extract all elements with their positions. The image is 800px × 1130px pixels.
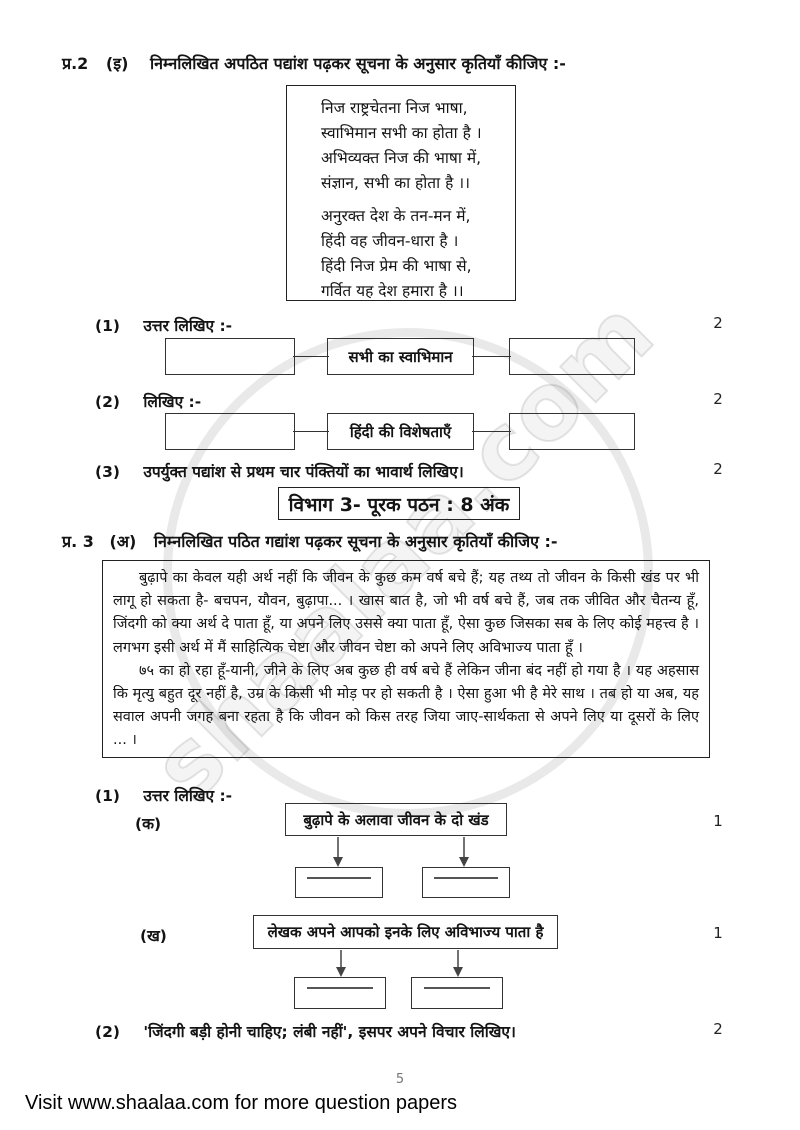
q2-item3-marks: 2 xyxy=(713,460,723,478)
poem-line: हिंदी वह जीवन-धारा है । xyxy=(321,232,459,250)
q3-kha-box: लेखक अपने आपको इनके लिए अविभाज्य पाता है xyxy=(253,915,558,949)
down-arrow-icon xyxy=(333,837,343,867)
q2-item2-marks: 2 xyxy=(713,390,723,408)
answer-blank-line xyxy=(423,987,491,989)
section-heading: विभाग 3- पूरक पठन : 8 अंक xyxy=(288,493,510,516)
q2-item1-text: उत्तर लिखिए :- xyxy=(143,317,233,335)
poem-line: गर्वित यह देश हमारा है ।। xyxy=(321,282,464,300)
poem-line: निज राष्ट्रचेतना निज भाषा, xyxy=(321,99,468,117)
passage-paragraph-2: ७५ का हो रहा हूँ-यानी, जीने के लिए अब कु… xyxy=(113,662,699,749)
connector-line xyxy=(472,356,511,357)
q2-item3-num: (3) xyxy=(95,463,120,481)
connector-line xyxy=(293,356,329,357)
q3-ka-box: बुढ़ापे के अलावा जीवन के दो खंड xyxy=(285,803,507,836)
q3-kha-label: (ख) xyxy=(140,927,167,945)
q3-item1-row: (1) उत्तर लिखिए :- xyxy=(95,784,232,806)
answer-box-blank xyxy=(422,867,510,898)
poem-line: संज्ञान, सभी का होता है ।। xyxy=(321,174,470,192)
q3-item1-text: उत्तर लिखिए :- xyxy=(143,787,233,805)
connector-line xyxy=(293,431,329,432)
q2-item1-marks: 2 xyxy=(713,314,723,332)
poem-line: स्वाभिमान सभी का होता है । xyxy=(321,124,482,142)
q3-ka-marks: 1 xyxy=(713,812,723,830)
poem-box: निज राष्ट्रचेतना निज भाषा, स्वाभिमान सभी… xyxy=(286,85,516,301)
answer-box-empty xyxy=(509,338,635,375)
passage-box: बुढ़ापे का केवल यही अर्थ नहीं कि जीवन के… xyxy=(102,560,710,758)
answer-box-empty xyxy=(165,413,295,450)
q3-sublabel: (अ) xyxy=(109,532,137,551)
q3-label: प्र. 3 xyxy=(62,532,94,551)
q2-item2-num: (2) xyxy=(95,393,120,411)
q2-item1-row: (1) उत्तर लिखिए :- xyxy=(95,314,232,336)
q3-item2-marks: 2 xyxy=(713,1020,723,1038)
answer-blank-line xyxy=(307,877,371,879)
diagram-center-box: हिंदी की विशेषताएँ xyxy=(327,413,474,450)
answer-blank-line xyxy=(306,987,374,989)
answer-box-blank xyxy=(411,977,503,1009)
q2-label: प्र.2 xyxy=(62,54,89,73)
answer-box-blank xyxy=(295,867,383,898)
answer-blank-line xyxy=(434,877,498,879)
q3-ka-label: (क) xyxy=(135,815,162,833)
q3-kha-marks: 1 xyxy=(713,924,723,942)
passage-paragraph-1: बुढ़ापे का केवल यही अर्थ नहीं कि जीवन के… xyxy=(113,570,699,656)
page-number: 5 xyxy=(395,1072,405,1087)
connector-line xyxy=(472,431,511,432)
q3-item2-row: (2) 'जिंदगी बड़ी होनी चाहिए; लंबी नहीं',… xyxy=(95,1020,516,1042)
q2-item3-text: उपर्युक्त पद्यांश से प्रथम चार पंक्तियों… xyxy=(143,463,464,481)
poem-line: अनुरक्त देश के तन-मन में, xyxy=(321,207,471,225)
down-arrow-icon xyxy=(459,837,469,867)
poem-line: अभिव्यक्त निज की भाषा में, xyxy=(321,149,482,167)
q2-sublabel: (इ) xyxy=(105,54,129,73)
q2-item1-num: (1) xyxy=(95,317,120,335)
poem-line: हिंदी निज प्रेम की भाषा से, xyxy=(321,257,472,275)
down-arrow-icon xyxy=(336,950,346,977)
q2-instruction: निम्नलिखित अपठित पद्यांश पढ़कर सूचना के … xyxy=(149,54,566,73)
watermark-circle xyxy=(163,328,653,818)
answer-box-blank xyxy=(294,977,386,1009)
answer-box-empty xyxy=(509,413,635,450)
footer-text: Visit www.shaalaa.com for more question … xyxy=(25,1092,458,1114)
diagram-center-box: सभी का स्वाभिमान xyxy=(327,338,474,375)
q2-header: प्र.2 (इ) निम्नलिखित अपठित पद्यांश पढ़कर… xyxy=(62,52,566,74)
q2-item3-row: (3) उपर्युक्त पद्यांश से प्रथम चार पंक्त… xyxy=(95,460,464,482)
down-arrow-icon xyxy=(453,950,463,977)
q3-item2-text: 'जिंदगी बड़ी होनी चाहिए; लंबी नहीं', इसप… xyxy=(143,1023,516,1041)
answer-box-empty xyxy=(165,338,295,375)
q3-header: प्र. 3 (अ) निम्नलिखित पठित गद्यांश पढ़कर… xyxy=(62,530,558,552)
q2-item2-row: (2) लिखिए :- xyxy=(95,390,201,412)
section-heading-box: विभाग 3- पूरक पठन : 8 अंक xyxy=(278,487,520,520)
q2-item2-text: लिखिए :- xyxy=(143,393,202,411)
q3-item1-num: (1) xyxy=(95,787,120,805)
q3-item2-num: (2) xyxy=(95,1023,120,1041)
q3-instruction: निम्नलिखित पठित गद्यांश पढ़कर सूचना के अ… xyxy=(153,532,558,551)
